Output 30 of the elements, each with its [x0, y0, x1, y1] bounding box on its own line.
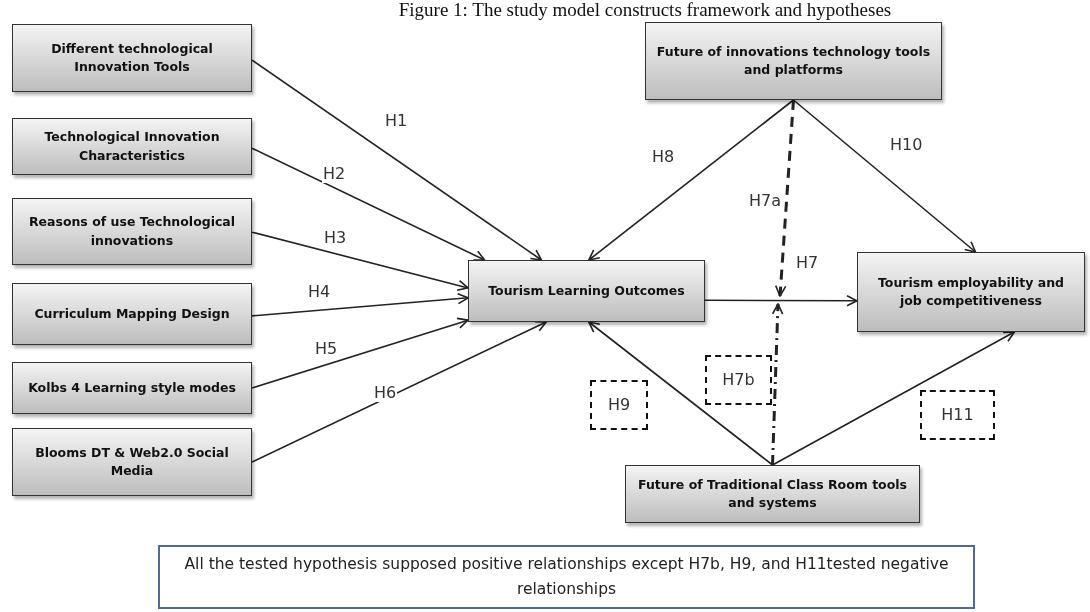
- arrow: [251, 231, 469, 292]
- note-box: All the tested hypothesis supposed positive relationships except H7b, H9, and H11tested negative relationships: [158, 545, 975, 609]
- edge-label: H2: [322, 165, 347, 183]
- hypothesis-box: H7b: [705, 355, 772, 405]
- arrow: [251, 147, 486, 261]
- arrow: [704, 294, 858, 307]
- construct-box: Tourism Learning Outcomes: [468, 260, 705, 322]
- construct-box: Curriculum Mapping Design: [12, 283, 252, 345]
- dashed-arrow: [771, 303, 784, 466]
- arrow: [251, 292, 469, 317]
- arrow: [588, 99, 795, 261]
- construct-box: Tourism employability and job competitiveness: [857, 252, 1085, 332]
- construct-box: Future of Traditional Class Room tools and systems: [625, 465, 920, 523]
- construct-box: Future of innovations technology tools and platforms: [645, 22, 942, 100]
- construct-box: Reasons of use Technological innovations: [12, 198, 252, 265]
- arrow: [588, 321, 774, 466]
- construct-box: Kolbs 4 Learning style modes: [12, 362, 252, 414]
- edge-label: H6: [373, 384, 398, 402]
- hypothesis-box: H11: [920, 390, 995, 440]
- construct-box: Different technological Innovation Tools: [12, 24, 252, 92]
- construct-box: Technological Innovation Characteristics: [12, 118, 252, 175]
- construct-box: Blooms DT & Web2.0 Social Media: [12, 428, 252, 496]
- figure-title: Figure 1: The study model constructs framework and hypotheses: [397, 0, 893, 20]
- arrow: [251, 321, 547, 463]
- hypothesis-box: H9: [590, 380, 648, 430]
- arrow: [251, 317, 469, 389]
- arrow: [251, 59, 543, 261]
- arrow: [771, 331, 1016, 466]
- dashed-arrow: [774, 99, 795, 297]
- arrow: [792, 99, 977, 253]
